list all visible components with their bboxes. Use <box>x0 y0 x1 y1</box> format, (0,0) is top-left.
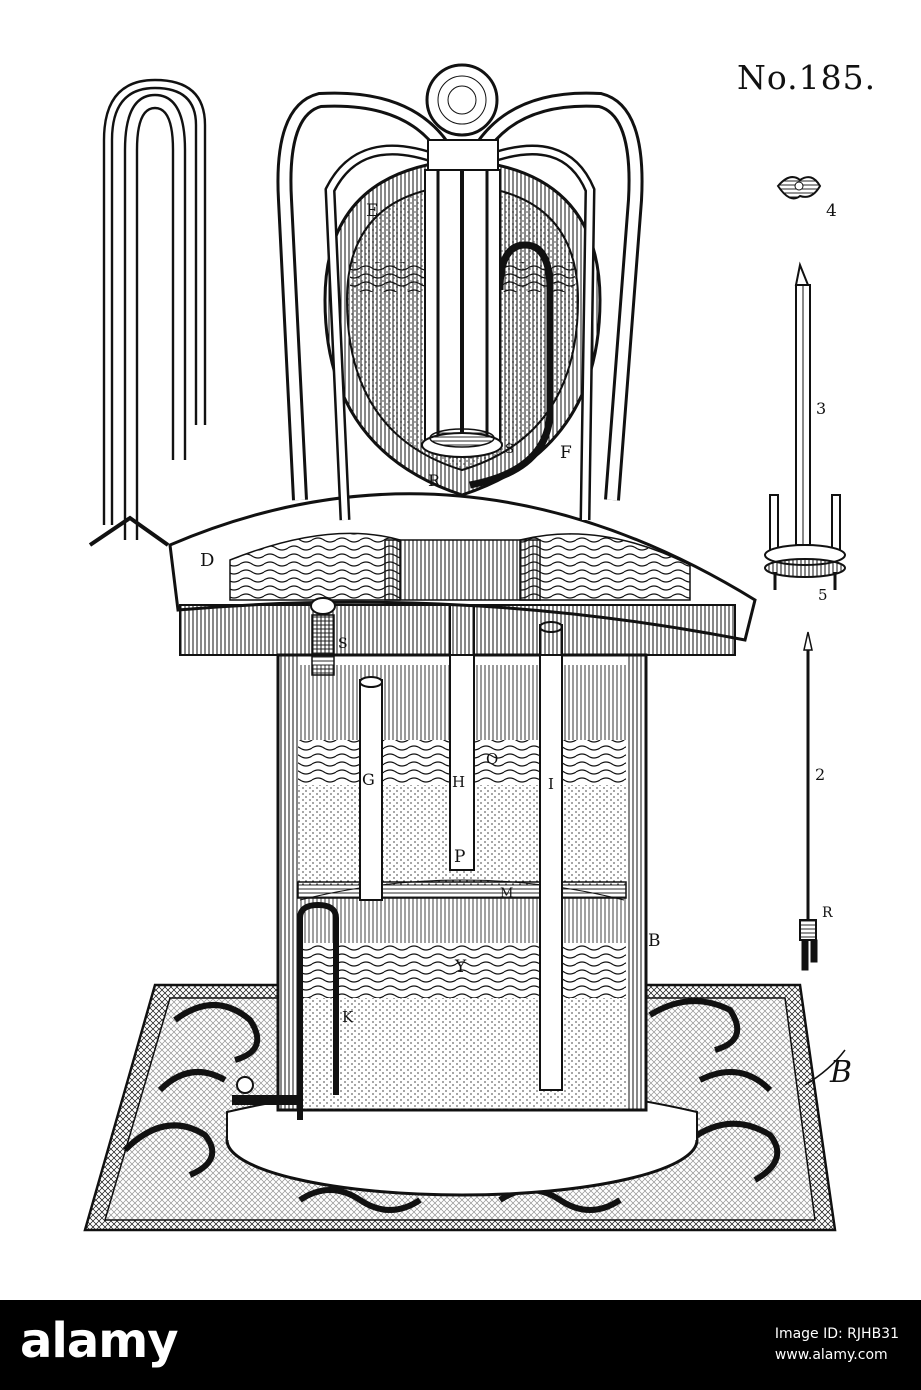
label-Y: Y <box>454 957 467 977</box>
label-F: F <box>560 443 572 463</box>
label-R-small: R <box>822 905 833 921</box>
image-id-text: Image ID: RJHB31 <box>774 1326 899 1342</box>
label-K: K <box>342 1008 354 1026</box>
plate-number: No.185. <box>737 58 877 97</box>
label-E: E <box>366 201 378 221</box>
bent-tube-figure <box>88 78 207 547</box>
cross-fitting-figure <box>776 176 822 200</box>
thin-rod-figure <box>799 631 818 971</box>
label-P: P <box>454 847 465 867</box>
egg-vessel <box>323 158 602 497</box>
top-finial <box>425 63 499 171</box>
label-S-pump: S <box>505 442 514 457</box>
figure-number-5: 5 <box>818 586 828 604</box>
label-D: D <box>200 550 214 571</box>
label-B-script: B <box>829 1055 852 1090</box>
site-url-text: www.alamy.com <box>774 1347 888 1363</box>
rod-with-base-figure <box>764 261 846 590</box>
label-B: B <box>648 931 661 951</box>
upper-dish <box>168 492 757 676</box>
arching-tubes <box>276 91 644 521</box>
label-Q: Q <box>486 750 498 768</box>
label-S-screw: S <box>338 636 348 652</box>
label-R-top: R <box>428 471 441 490</box>
figure-number-2: 2 <box>815 765 825 784</box>
fountain-engraving: E F D R S S G H Q I P M B Y K R B 4 3 5 … <box>83 63 852 1232</box>
watermark-logo: alamy <box>20 1313 179 1369</box>
label-I: I <box>548 775 554 793</box>
label-M: M <box>500 886 513 901</box>
figure-number-4: 4 <box>826 201 837 221</box>
watermark-bar: alamy Image ID: RJHB31 www.alamy.com <box>0 1300 921 1390</box>
label-G: G <box>362 770 375 789</box>
figure-number-3: 3 <box>816 399 826 418</box>
watermark-meta: Image ID: RJHB31 www.alamy.com <box>775 1324 899 1366</box>
engraving-plate: No.185. <box>83 58 877 1232</box>
label-H: H <box>452 773 465 791</box>
